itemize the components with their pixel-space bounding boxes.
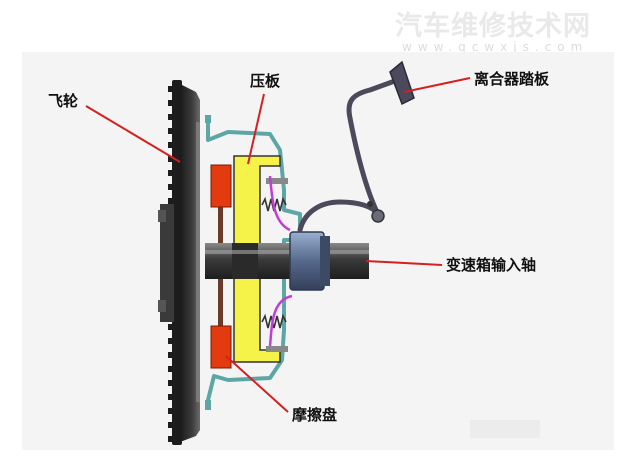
cover-bolt-top — [205, 115, 211, 123]
label-input-shaft: 变速箱输入轴 — [446, 256, 537, 274]
flywheel-hub — [160, 204, 174, 322]
pivot-pin — [371, 209, 385, 223]
label-clutch-pedal: 离合器踏板 — [474, 70, 550, 88]
release-bearing-flange — [320, 236, 330, 286]
diaphragm-lever-top — [268, 175, 291, 232]
clutch-pedal-pad — [389, 60, 415, 106]
watermark-site-name: 汽车维修技术网 — [395, 11, 591, 42]
clutch-fork — [297, 199, 381, 233]
leader-lines — [85, 77, 471, 413]
flywheel-bolt-bottom — [158, 300, 166, 312]
friction-pad-top — [210, 164, 232, 208]
panel-reflection — [470, 420, 540, 438]
friction-pad-bottom — [210, 325, 232, 369]
spring-bottom — [261, 313, 287, 329]
label-pressure-plate: 压板 — [250, 72, 281, 90]
flywheel-face — [196, 122, 200, 402]
pivot-pin-small — [367, 201, 373, 207]
diaphragm-lever-bottom — [268, 294, 293, 347]
label-flywheel: 飞轮 — [48, 92, 79, 110]
shaft-highlight — [205, 250, 369, 254]
label-friction-disc: 摩擦盘 — [292, 406, 338, 424]
cover-bolt-bottom — [205, 400, 211, 410]
shaft-spline — [232, 243, 258, 279]
flywheel-teeth — [168, 80, 182, 445]
clutch-pedal-arm — [346, 79, 395, 217]
retainer-bottom — [266, 346, 288, 352]
flywheel-bolt-top — [158, 210, 166, 222]
watermark-site-url: www.qcwxjs.com — [402, 40, 589, 54]
input-shaft — [205, 243, 369, 279]
flywheel-body — [180, 84, 200, 442]
release-bearing — [289, 231, 325, 291]
retainer-top — [266, 178, 288, 184]
